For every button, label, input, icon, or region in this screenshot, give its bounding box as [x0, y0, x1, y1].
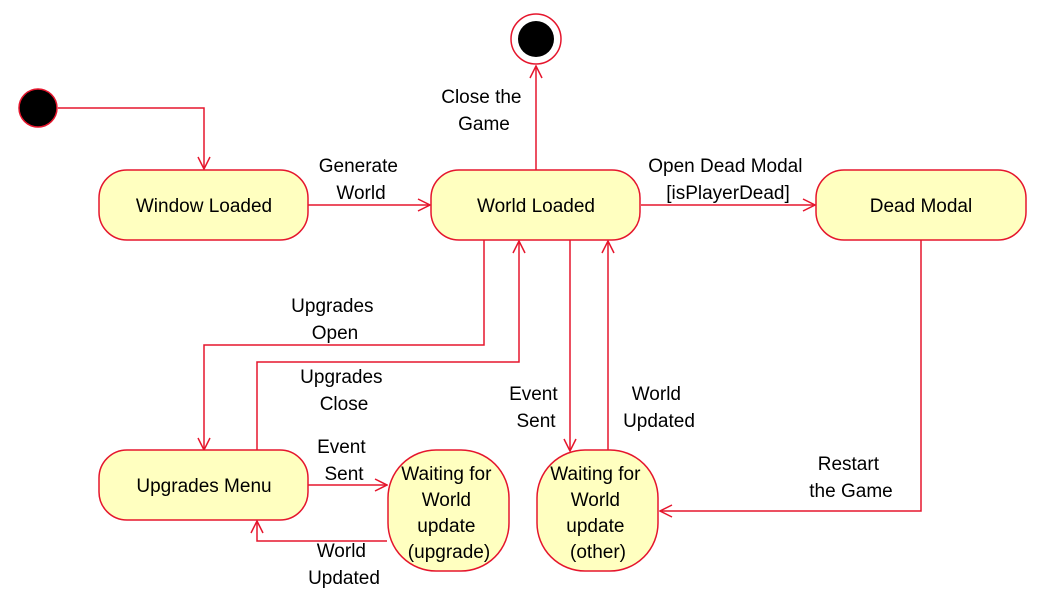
svg-text:Close the Game: Close the Game — [441, 87, 527, 135]
label-upgrades-close: Upgrades Close — [300, 367, 388, 415]
svg-text:Event Sent: Event Sent — [509, 384, 563, 432]
label-restart-game: Restart the Game — [809, 454, 892, 502]
svg-text:Open Dead Modal [isPlaye: Open Dead Modal [isPlayerDead] — [648, 156, 808, 204]
svg-text:Event Sent: Event Sent — [317, 437, 371, 485]
final-state-node — [510, 13, 562, 65]
state-upgrades-menu-label: Upgrades Menu — [136, 476, 271, 497]
state-window-loaded-label: Window Loaded — [136, 196, 272, 217]
svg-text:Upgrades Open: Upgrades Open — [291, 296, 379, 344]
state-dead-modal-label: Dead Modal — [870, 196, 972, 217]
state-dead-modal: Dead Modal — [815, 169, 1027, 241]
edge-upgrades-open — [204, 240, 485, 450]
state-upgrades-menu: Upgrades Menu — [98, 449, 309, 521]
label-open-dead-modal: Open Dead Modal [isPlayerDead] — [648, 156, 808, 204]
state-waiting-other: Waiting for World update (other) — [536, 449, 659, 572]
label-event-sent-other: Event Sent — [509, 384, 563, 432]
label-event-sent-upgrade: Event Sent — [317, 437, 371, 485]
label-world-updated-upgrade: World Updated — [308, 541, 380, 589]
svg-text:Generate World: Generate World — [319, 156, 404, 204]
edge-initial-to-window-loaded — [58, 107, 204, 169]
state-window-loaded: Window Loaded — [98, 169, 309, 241]
svg-text:Upgrades Close: Upgrades Close — [300, 367, 388, 415]
state-waiting-upgrade: Waiting for World update (upgrade) — [387, 449, 510, 572]
state-world-loaded-label: World Loaded — [477, 196, 595, 217]
label-close-game: Close the Game — [441, 87, 527, 135]
svg-text:World Updated: World Updated — [623, 384, 695, 432]
edge-restart-game — [660, 240, 922, 511]
state-waiting-upgrade-label: Waiting for World update (upgrade) — [401, 464, 496, 563]
edge-world-updated-upgrade — [257, 521, 387, 542]
svg-text:World Updated: World Updated — [308, 541, 380, 589]
state-waiting-other-label: Waiting for World update (other) — [550, 464, 645, 563]
initial-state-node — [18, 88, 58, 128]
svg-text:Restart the Game: Restart the Game — [809, 454, 892, 502]
edge-upgrades-close — [256, 241, 519, 450]
label-upgrades-open: Upgrades Open — [291, 296, 379, 344]
label-generate-world: Generate World — [319, 156, 404, 204]
state-world-loaded: World Loaded — [430, 169, 641, 241]
label-world-updated-other: World Updated — [623, 384, 695, 432]
